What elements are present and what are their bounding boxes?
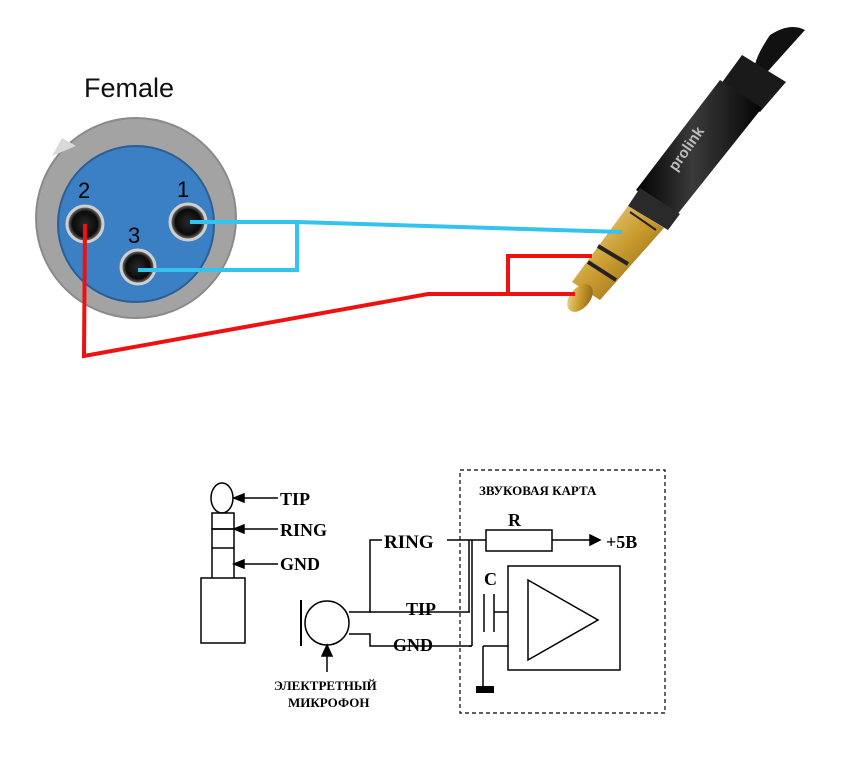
electret-microphone xyxy=(300,600,350,672)
cable xyxy=(754,26,805,80)
pin-label-3: 3 xyxy=(128,223,140,248)
jack-gnd-symbol xyxy=(211,528,235,549)
circuit-label-gnd: GND xyxy=(393,635,433,655)
tip-insulator xyxy=(586,260,618,282)
circuit-label-ring: RING xyxy=(384,532,434,553)
jack-label-tip: TIP xyxy=(280,489,310,509)
ground-symbol xyxy=(476,686,494,693)
pin-label-2: 2 xyxy=(78,178,90,203)
ring-insulator xyxy=(596,244,630,266)
sleeve-ring-insulator xyxy=(629,211,657,231)
pin-3-socket xyxy=(119,248,157,286)
mic-caption-line2: МИКРОФОН xyxy=(288,695,370,710)
resistor-label: R xyxy=(508,510,522,530)
supply-label: +5В xyxy=(606,532,637,552)
capacitor-label: C xyxy=(484,569,497,589)
plug-body xyxy=(636,80,762,216)
jack-tip-symbol xyxy=(210,482,234,514)
jack-plug-3-5mm: prolink xyxy=(567,26,805,312)
jack-ring-symbol xyxy=(211,512,235,530)
jack-sleeve-body xyxy=(200,577,246,644)
connector-latch-notch xyxy=(52,138,76,156)
pin-label-1: 1 xyxy=(177,177,189,202)
sound-card-box xyxy=(459,469,666,714)
jack-label-gnd: GND xyxy=(280,554,320,574)
resistor xyxy=(485,529,553,552)
red-ground-wire xyxy=(81,223,592,359)
xlr-female-connector: 2 1 3 xyxy=(35,117,237,319)
jack-label-ring: RING xyxy=(280,520,327,540)
strain-relief xyxy=(718,55,786,112)
plug-tip xyxy=(567,284,593,312)
amplifier-box xyxy=(507,565,621,671)
gold-plug-shaft xyxy=(572,206,664,300)
circuit-label-tip: TIP xyxy=(406,599,436,619)
circuit-wires xyxy=(349,533,602,687)
female-label: Female xyxy=(84,73,174,103)
mic-caption-line1: ЭЛЕКТРЕТНЫЙ xyxy=(274,678,377,693)
plug-collar xyxy=(628,188,680,230)
blue-signal-wire xyxy=(138,220,623,272)
jack-schematic xyxy=(200,482,278,644)
capacitor xyxy=(483,594,495,632)
amplifier-triangle xyxy=(527,578,600,662)
sound-card-title: ЗВУКОВАЯ КАРТА xyxy=(479,483,597,498)
